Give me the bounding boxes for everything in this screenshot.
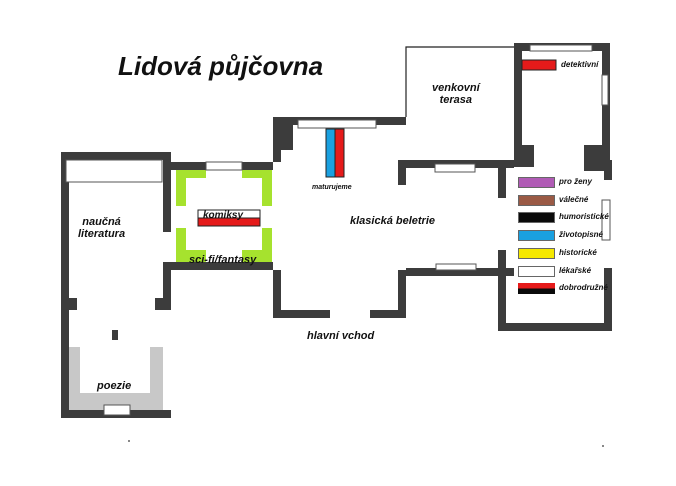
room-label-poezie: poezie	[97, 380, 132, 392]
legend-label: životopisné	[559, 230, 604, 240]
legend-label: válečné	[559, 194, 589, 204]
window	[529, 44, 593, 52]
window	[297, 119, 377, 129]
window	[103, 404, 131, 416]
legend-swatch	[518, 265, 555, 277]
room-label-maturujeme: maturujeme	[312, 184, 352, 191]
window	[65, 159, 163, 183]
scifi-shelf-top-left	[176, 170, 206, 206]
scifi-shelf-bottom-right	[242, 228, 272, 262]
legend-swatch	[518, 247, 555, 259]
maturujeme-shelf-red	[334, 128, 345, 178]
page-title: Lidová půjčovna	[118, 51, 324, 81]
room-label-detektivni: detektivní	[561, 60, 599, 69]
legend-swatch	[518, 177, 555, 188]
room-label-hlavni-vchod: hlavní vchod	[307, 330, 375, 342]
legend-swatch	[518, 212, 555, 224]
legend-swatch	[518, 194, 555, 206]
legend-label: humoristické	[559, 212, 609, 222]
scifi-shelf-top-right	[242, 170, 272, 206]
window	[435, 263, 477, 271]
room-label-scifi-fantasy: sci-fi/fantasy	[189, 254, 257, 266]
room-label-klasicka-beletrie: klasická beletrie	[350, 215, 436, 227]
poezie-shelf	[69, 347, 163, 410]
venkovni-terasa	[405, 46, 514, 117]
legend-swatch	[518, 230, 555, 242]
komiksy-shelf-red	[197, 217, 261, 227]
maturujeme-shelf-blue	[325, 128, 336, 178]
legend-label: pro ženy	[559, 177, 592, 186]
room-label-venkovni-terasa: venkovní terasa	[432, 82, 480, 107]
room-label-naucna-literatura: naučná literatura	[78, 216, 126, 241]
legend-label: dobrodružné	[559, 283, 608, 293]
window	[434, 163, 476, 173]
detektivni-shelf	[521, 59, 557, 71]
room-label-komiksy: komiksy	[203, 210, 244, 221]
legend-swatch	[518, 283, 555, 295]
scifi-shelf-bottom-left	[176, 228, 206, 262]
legend-label: lékařské	[559, 265, 592, 275]
legend-label: historické	[559, 247, 597, 257]
